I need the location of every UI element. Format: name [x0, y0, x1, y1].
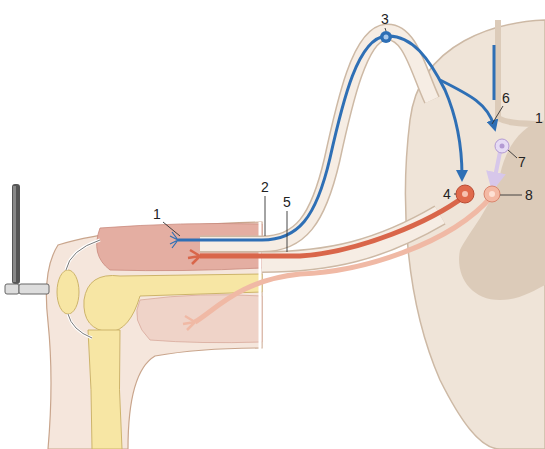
callout-number: 2 — [261, 180, 269, 194]
reflex-hammer — [5, 184, 49, 294]
interneuron — [494, 139, 509, 182]
callout-number: 1 — [153, 207, 161, 221]
callout-number: 8 — [525, 188, 533, 202]
callout-number: 4 — [443, 187, 451, 201]
callout-number: 5 — [283, 195, 291, 209]
callout-number: 7 — [518, 155, 526, 169]
leader-line — [163, 28, 522, 252]
callout-number: 6 — [502, 91, 510, 105]
motor-neuron — [183, 185, 500, 330]
callout-number: 1 — [535, 111, 543, 125]
sensory-neuron — [170, 31, 494, 248]
callout-number: 3 — [381, 12, 389, 26]
